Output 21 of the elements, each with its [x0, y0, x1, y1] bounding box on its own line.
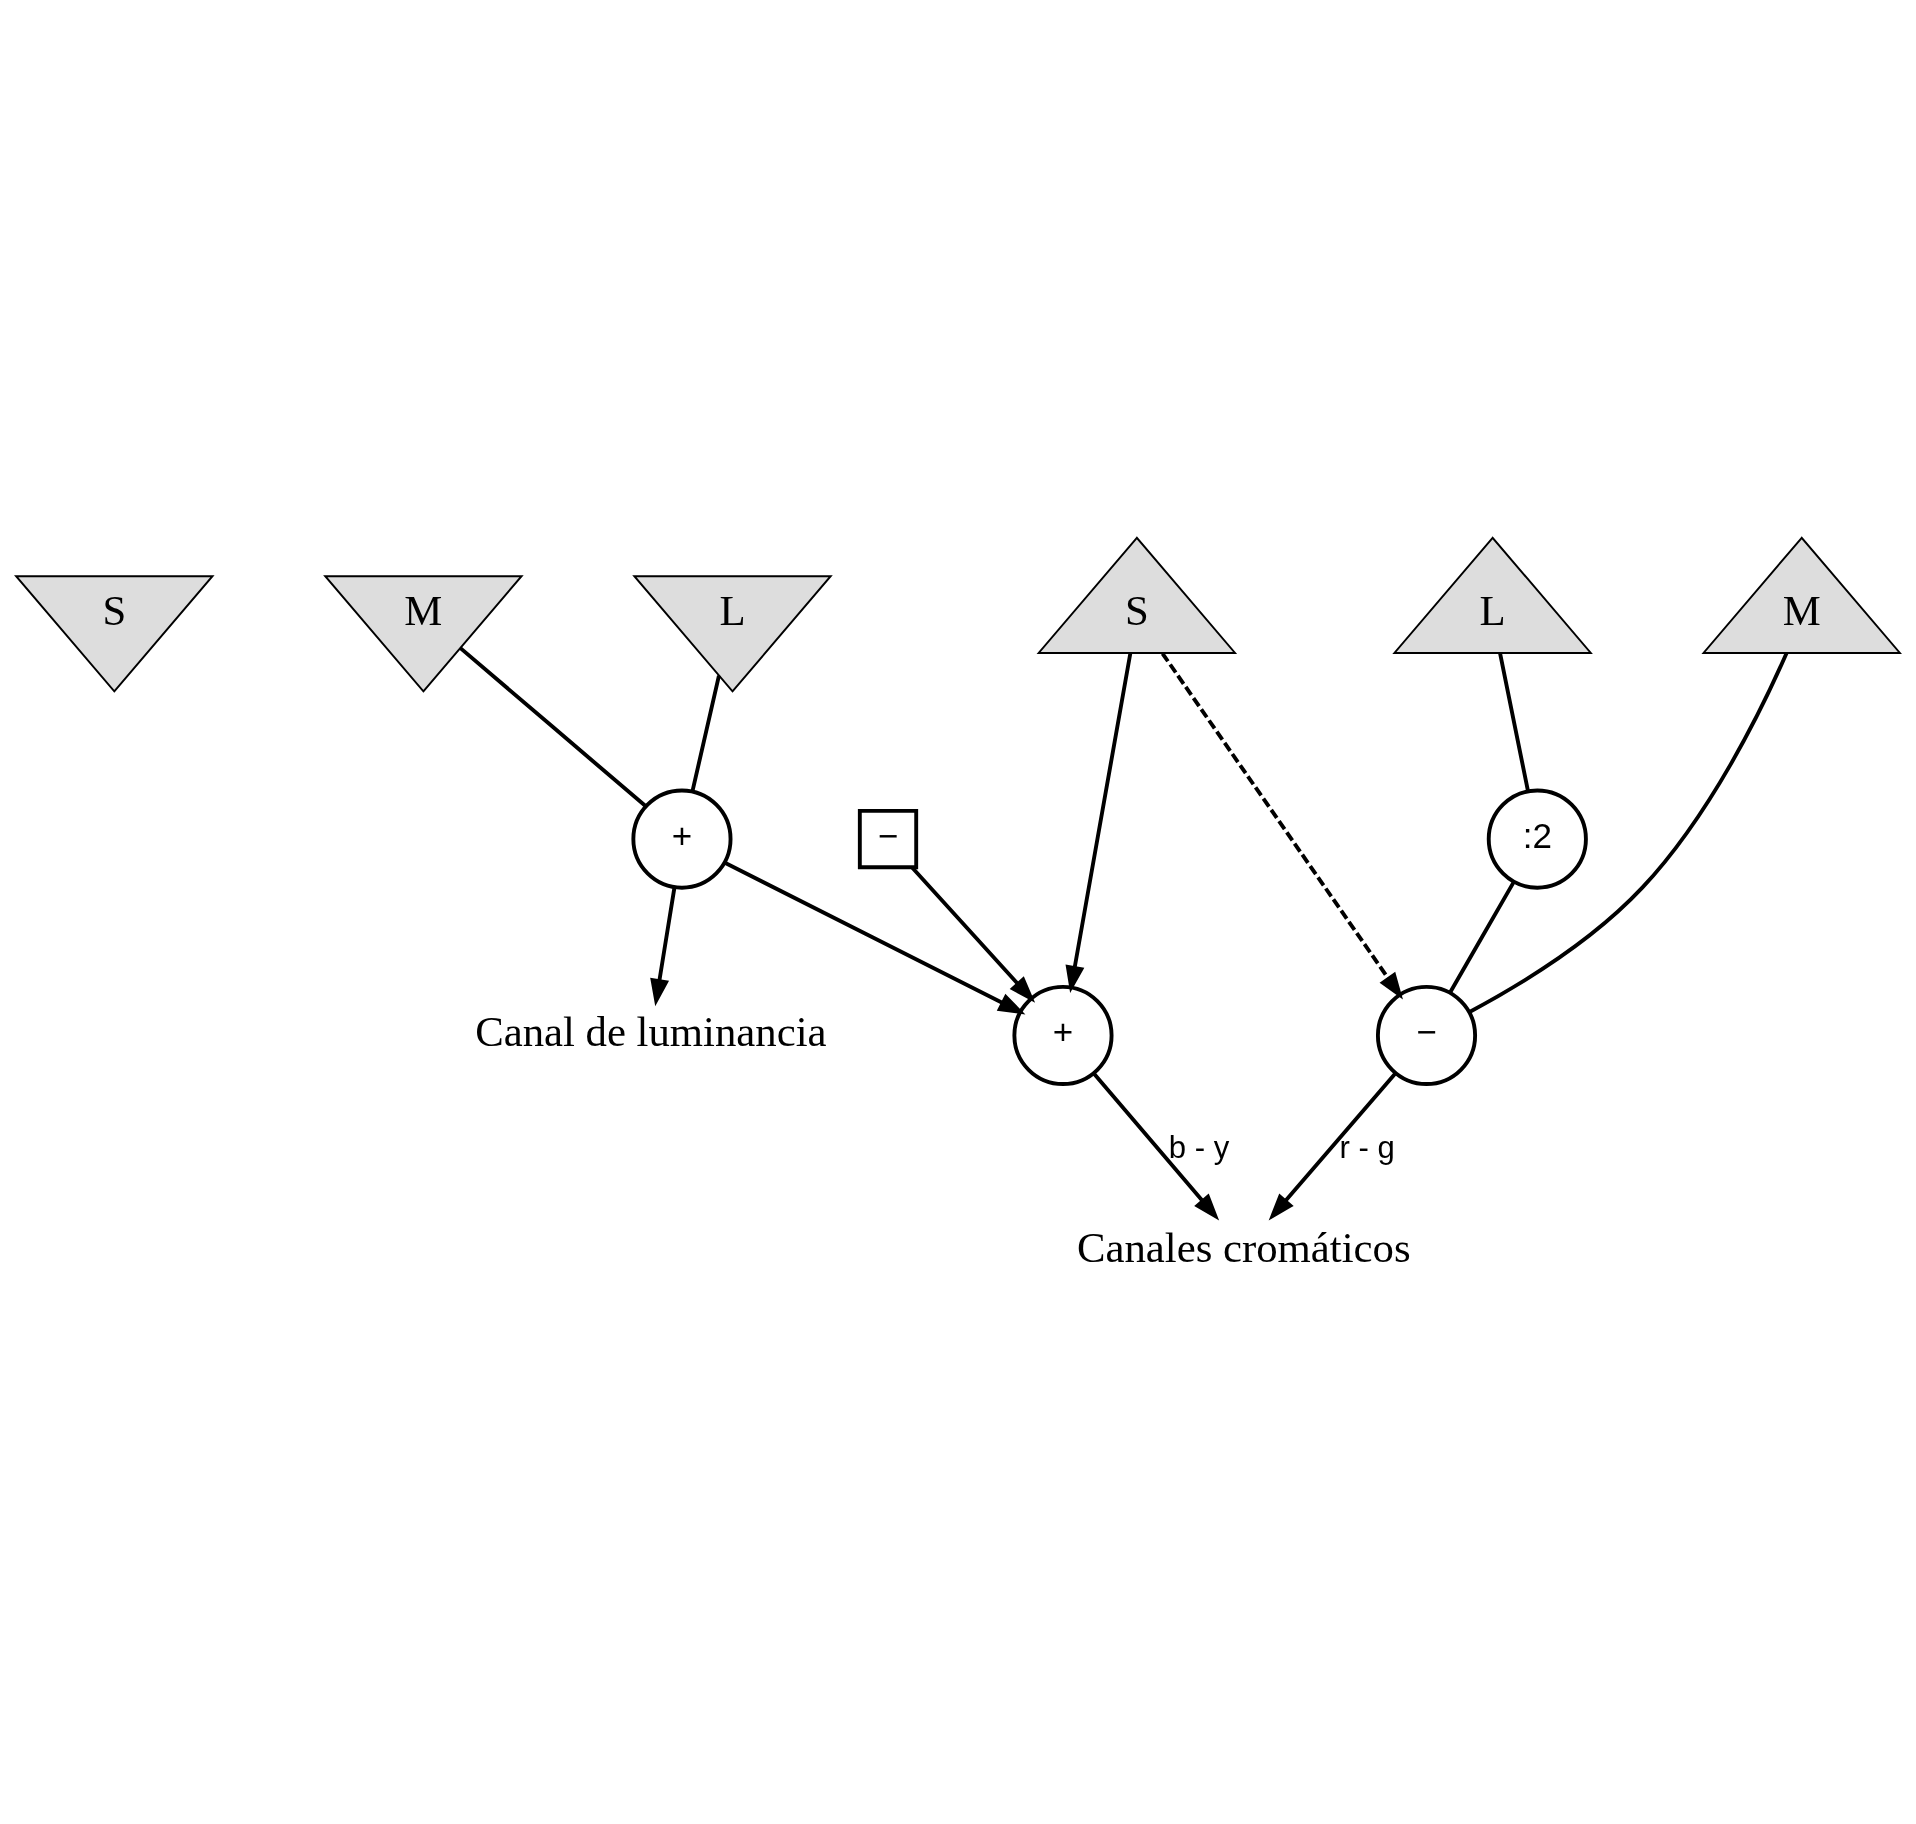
edge-label: b - y	[1168, 1129, 1230, 1165]
node-circle: −	[1375, 984, 1478, 1086]
node-text: Canal de luminancia	[475, 1008, 827, 1056]
connector	[690, 675, 721, 792]
connector	[1448, 880, 1516, 994]
arrow	[1160, 652, 1403, 1000]
arrow	[724, 861, 1026, 1015]
connector	[459, 646, 648, 808]
arrow	[1268, 1072, 1397, 1221]
arrow	[650, 886, 677, 1007]
node-text: Canales cromáticos	[1076, 1224, 1411, 1272]
edge-label: r - g	[1339, 1129, 1395, 1165]
connector	[1468, 652, 1789, 1014]
connector	[1498, 653, 1530, 792]
arrow	[1065, 653, 1133, 993]
node-circle: +	[1012, 984, 1114, 1086]
node-circle: +	[631, 788, 733, 890]
node-box: −	[857, 808, 919, 870]
node-circle: :2	[1486, 788, 1588, 890]
arrow	[1092, 1072, 1220, 1221]
arrow	[910, 866, 1036, 1003]
